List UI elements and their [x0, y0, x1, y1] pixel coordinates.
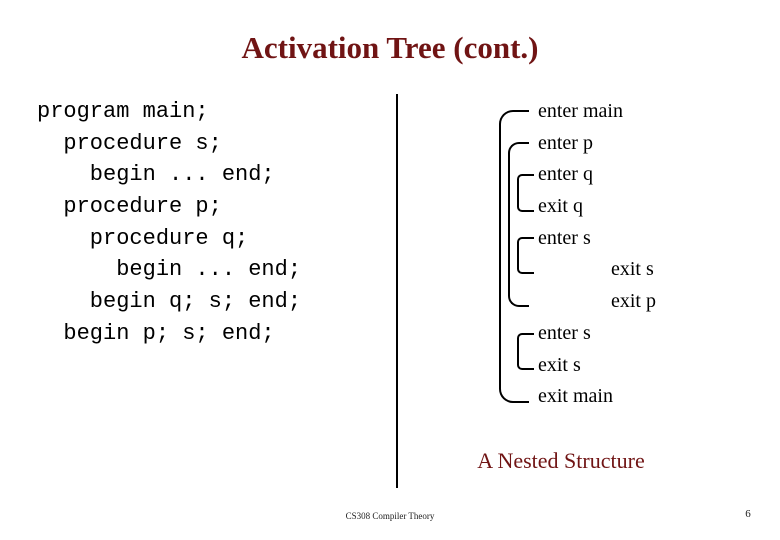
- page-title: Activation Tree (cont.): [241, 30, 539, 65]
- code-line: program main;: [37, 99, 209, 124]
- page-number: 6: [745, 508, 751, 520]
- bracket-s2-scope: [517, 333, 534, 370]
- footer-course-label: CS308 Compiler Theory: [345, 511, 435, 521]
- trace-event: enter s: [538, 321, 591, 344]
- code-line: begin q; s; end;: [37, 289, 302, 315]
- code-line: procedure s;: [37, 130, 222, 156]
- activation-trace-list: enter main enter p enter q exit q enter …: [538, 96, 773, 413]
- code-line: begin p; s; end;: [37, 320, 275, 346]
- trace-event: enter main: [538, 100, 623, 122]
- code-line: procedure p;: [37, 194, 222, 220]
- code-line: begin ... end;: [37, 257, 302, 283]
- trace-event: exit q: [538, 195, 583, 218]
- bracket-q-scope: [517, 174, 534, 212]
- trace-event: enter q: [538, 163, 593, 186]
- trace-event: exit main: [538, 385, 613, 408]
- trace-event: exit s: [611, 258, 654, 281]
- trace-event: enter p: [538, 131, 593, 154]
- trace-event: enter s: [538, 226, 591, 249]
- code-line: procedure q;: [37, 225, 249, 251]
- caption-nested-structure: A Nested Structure: [477, 448, 645, 473]
- code-line: begin ... end;: [37, 162, 275, 188]
- trace-event: exit s: [538, 353, 581, 376]
- trace-event: exit p: [611, 290, 656, 313]
- bracket-s1-scope: [517, 237, 534, 274]
- source-code-block: program main; procedure s; begin ... end…: [37, 96, 301, 350]
- vertical-divider-line: [396, 94, 398, 488]
- bracket-main-scope: [499, 110, 529, 403]
- bracket-p-scope: [508, 142, 529, 307]
